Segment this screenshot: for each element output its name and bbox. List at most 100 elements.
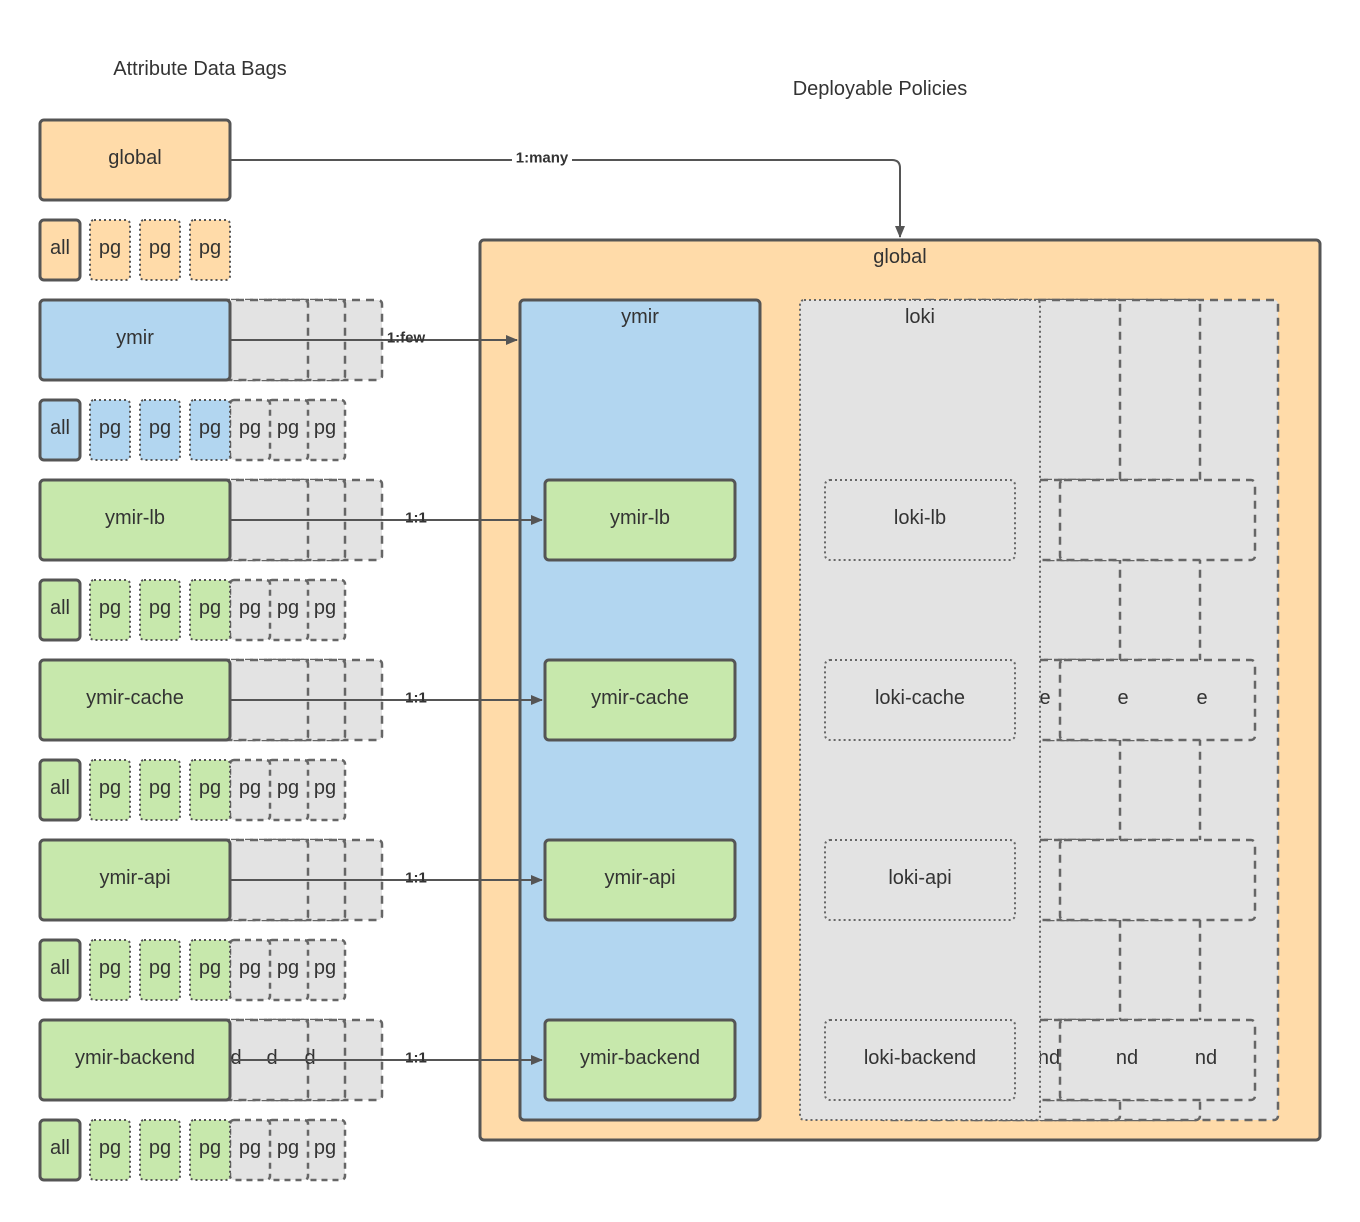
pg-ghost-label: pg — [239, 957, 261, 979]
pg-ghost-tile — [228, 1118, 272, 1182]
connector-global — [230, 159, 905, 238]
pg-ghost-tile — [228, 398, 272, 462]
pg-label: pg — [199, 957, 221, 979]
pg-label: pg — [199, 237, 221, 259]
all-tile — [38, 218, 82, 282]
pg-ghost-label: pg — [239, 1137, 261, 1159]
pg-ghost-label: pg — [314, 597, 336, 619]
policy-global-label: global — [873, 246, 926, 268]
all-tile — [38, 578, 82, 642]
pg-ghost-tile — [303, 398, 347, 462]
pg-ghost-label: pg — [277, 417, 299, 439]
pg-ghost-tile — [266, 578, 310, 642]
pg-label: pg — [199, 597, 221, 619]
bag-label: ymir-cache — [86, 687, 184, 709]
policy-loki-api: loki-api — [824, 839, 1016, 921]
pg-label: pg — [199, 777, 221, 799]
loki-ghost-label-fragment: nd — [1038, 1047, 1060, 1069]
pg-ghost-tile — [228, 578, 272, 642]
bag-ghost-label-fragment: d — [230, 1047, 241, 1069]
policy-label: ymir-api — [604, 867, 675, 889]
pg-tile — [139, 1119, 181, 1181]
bag-global: global pg pg pg all — [38, 118, 232, 282]
pg-label: pg — [99, 1137, 121, 1159]
loki-ghost-child — [1058, 838, 1257, 922]
pg-ghost-label: pg — [277, 957, 299, 979]
attribute-data-bags-title: Attribute Data Bags — [113, 58, 286, 80]
loki-ghost-child — [1058, 1018, 1257, 1102]
pg-ghost-label: pg — [239, 777, 261, 799]
policy-loki-backend: loki-backend — [824, 1019, 1016, 1101]
loki-ghost-label-fragment: nd — [1116, 1047, 1138, 1069]
pg-ghost-tile — [266, 938, 310, 1002]
pg-label: pg — [99, 957, 121, 979]
all-label: all — [50, 237, 70, 259]
policy-label: ymir-lb — [610, 507, 670, 529]
all-tile — [38, 398, 82, 462]
pg-tile — [139, 579, 181, 641]
pg-label: pg — [149, 597, 171, 619]
relation-label: 1:1 — [405, 690, 427, 707]
pg-tile — [189, 219, 231, 281]
relation-label-backdrop — [512, 149, 572, 167]
pg-label: pg — [149, 1137, 171, 1159]
pg-ghost-label: pg — [239, 417, 261, 439]
bag-ghost-label-fragment: d — [304, 1047, 315, 1069]
bag-label: ymir-api — [99, 867, 170, 889]
bag-label: ymir-lb — [105, 507, 165, 529]
loki-ghost-label-fragment: e — [1196, 687, 1207, 709]
policy-ymir-label: ymir — [621, 306, 659, 328]
policy-loki: loki loki-lb loki-cache loki-api loki-backe… — [799, 299, 1041, 1121]
bag-label: global — [108, 147, 161, 169]
pg-ghost-label: pg — [277, 597, 299, 619]
pg-ghost-label: pg — [314, 957, 336, 979]
policy-ymir-api: ymir-api — [543, 838, 737, 922]
policy-ymir: ymir ymir-lb ymir-cache ymir-api ymir-backe… — [518, 298, 762, 1122]
relation-label: 1:1 — [405, 510, 427, 527]
pg-ghost-tile — [303, 758, 347, 822]
pg-ghost-label: pg — [314, 1137, 336, 1159]
pg-ghost-tile — [303, 938, 347, 1002]
policy-loki-lb: loki-lb — [824, 479, 1016, 561]
loki-ghost-label-fragment: e — [1039, 687, 1050, 709]
pg-ghost-tile — [303, 1118, 347, 1182]
all-label: all — [50, 957, 70, 979]
pg-tile — [89, 759, 131, 821]
pg-label: pg — [99, 237, 121, 259]
policy-loki-label: loki — [905, 306, 935, 328]
loki-ghost-child — [1058, 478, 1257, 562]
pg-label: pg — [99, 597, 121, 619]
pg-label: pg — [149, 237, 171, 259]
pg-ghost-label: pg — [239, 597, 261, 619]
policy-label: ymir-cache — [591, 687, 689, 709]
relation-label: 1:1 — [405, 1050, 427, 1067]
relation-label: 1:many — [516, 150, 569, 167]
pg-ghost-tile — [266, 398, 310, 462]
pg-label: pg — [199, 1137, 221, 1159]
pg-label: pg — [99, 777, 121, 799]
bag-subgroup-row: pg pg pg all — [38, 218, 231, 282]
pg-ghost-tile — [303, 578, 347, 642]
policy-label: loki-cache — [875, 687, 965, 709]
pg-tile — [89, 939, 131, 1001]
pg-ghost-tile — [228, 758, 272, 822]
policy-label: loki-lb — [894, 507, 946, 529]
policy-ymir-backend: ymir-backend — [543, 1018, 737, 1102]
pg-tile — [189, 939, 231, 1001]
pg-tile — [139, 219, 181, 281]
policy-label: ymir-backend — [580, 1047, 700, 1069]
all-label: all — [50, 417, 70, 439]
deployable-policies-title: Deployable Policies — [793, 78, 968, 100]
all-label: all — [50, 777, 70, 799]
pg-tile — [189, 399, 231, 461]
bag-label: ymir-backend — [75, 1047, 195, 1069]
